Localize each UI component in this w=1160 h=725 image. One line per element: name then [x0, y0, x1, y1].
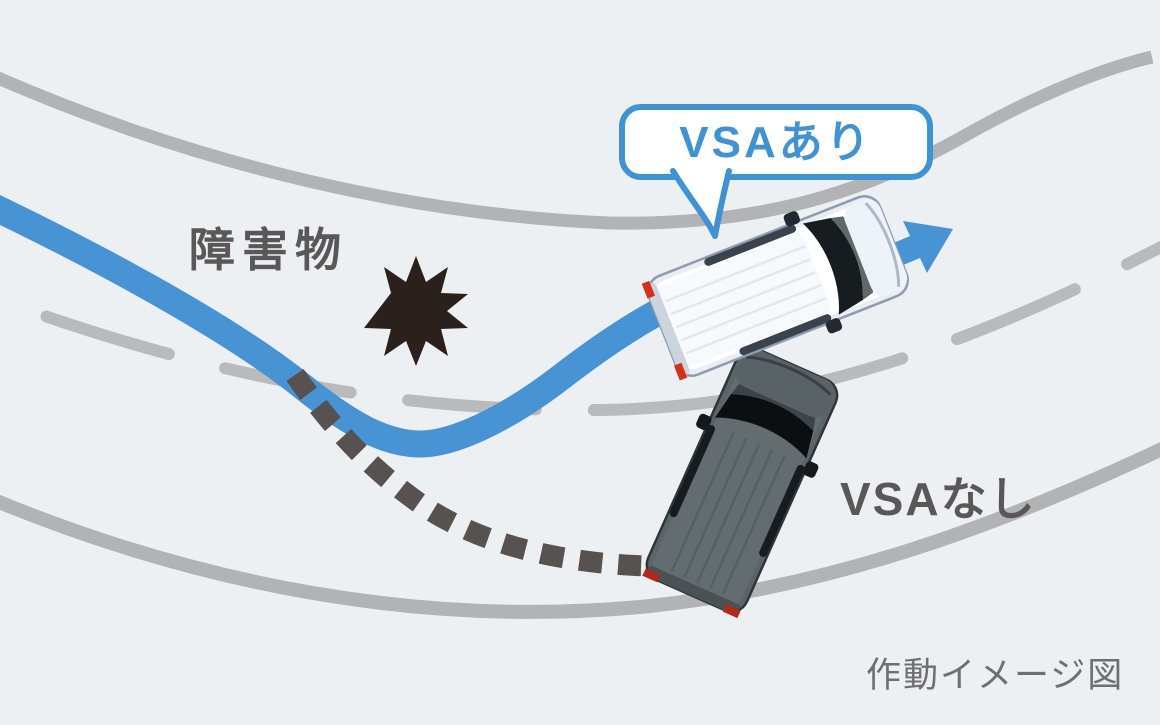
obstacle-star-icon	[364, 256, 468, 366]
vsa-path-line	[0, 194, 706, 458]
with-vsa-label: VSAあり	[679, 118, 872, 167]
no-vsa-car-icon	[642, 347, 839, 619]
obstacle-label: 障害物	[189, 224, 348, 276]
speech-bubble-box	[619, 104, 933, 180]
vsa-car-icon	[641, 195, 909, 381]
without-vsa-label: VSAなし	[840, 473, 1037, 525]
lane-center-dashes	[0, 240, 1160, 417]
speech-bubble: VSAあり	[619, 104, 933, 239]
road-edge-bottom	[0, 442, 1160, 619]
diagram-caption: 作動イメージ図	[866, 656, 1124, 695]
speech-bubble-tail-outline	[670, 168, 732, 239]
